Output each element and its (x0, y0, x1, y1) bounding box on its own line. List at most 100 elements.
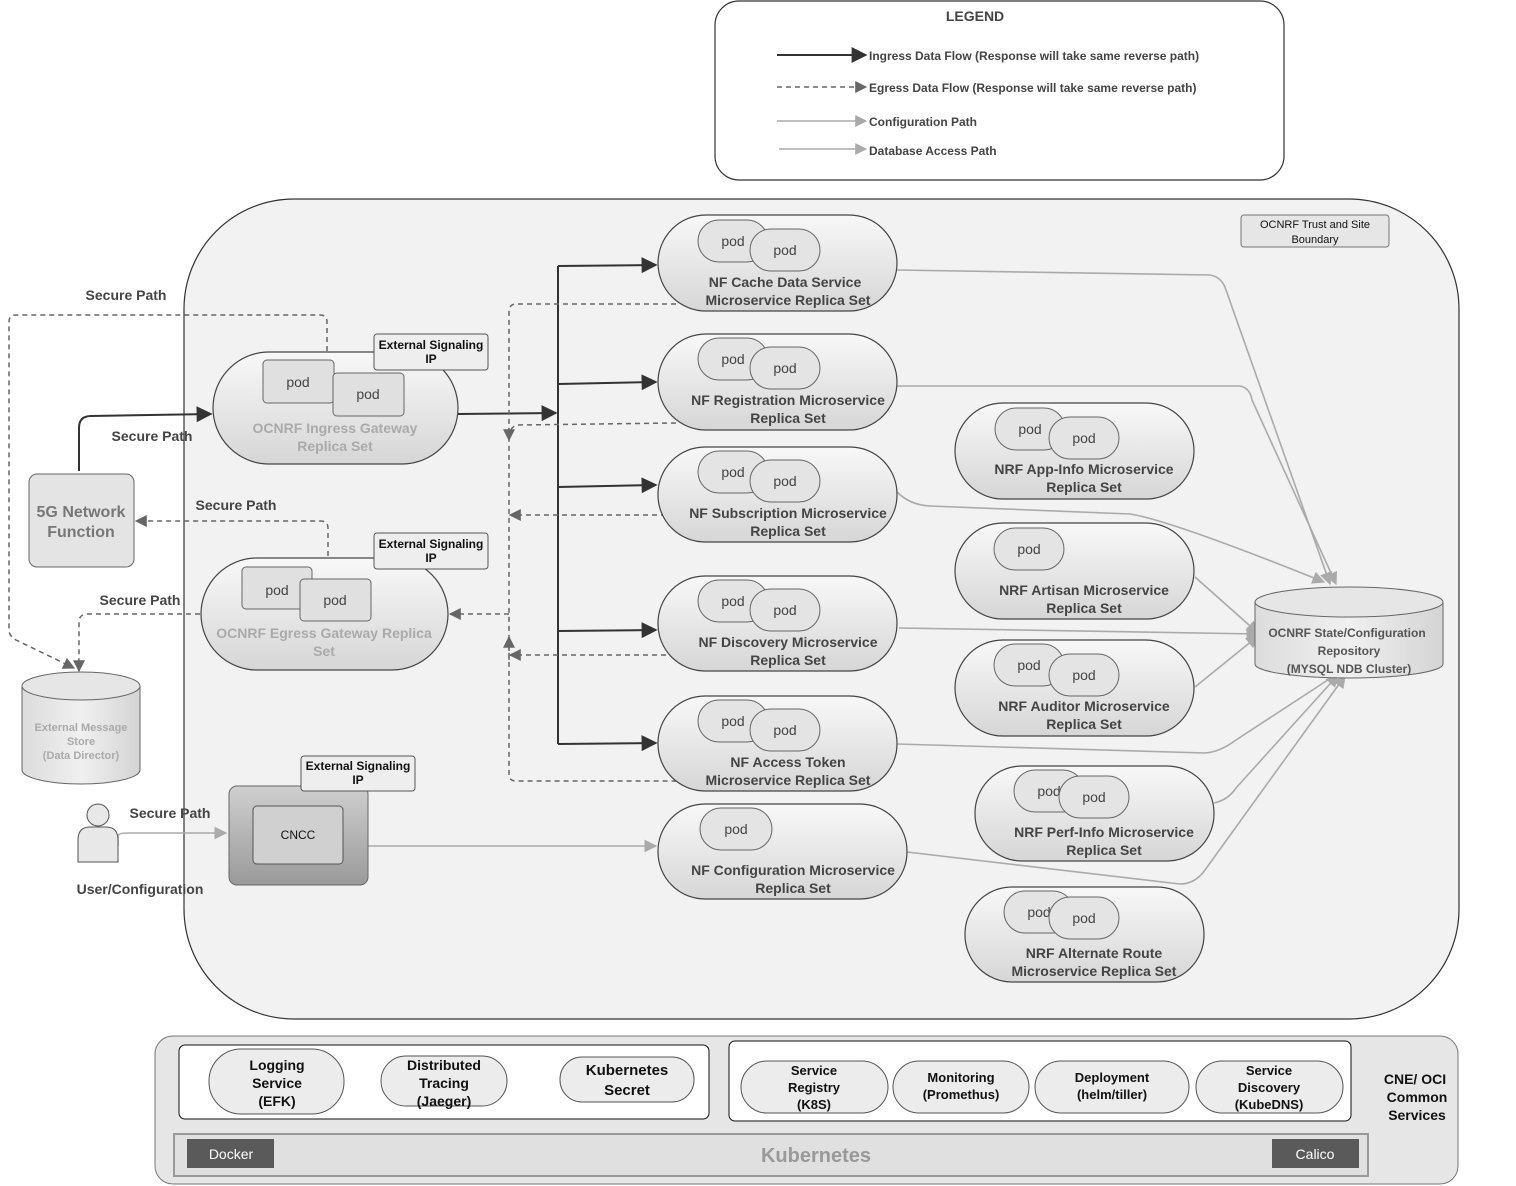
ingress-gateway-title-line2: Replica Set (297, 438, 373, 454)
ingress-path-gateway (457, 405, 558, 422)
pod-label: pod (265, 582, 288, 598)
egress-gateway-to-store (73, 613, 200, 673)
cncc-label: CNCC (281, 828, 316, 842)
kubernetes-label: Kubernetes (761, 1145, 871, 1167)
egress-bus (508, 303, 676, 782)
ingress-gateway: pod pod OCNRF Ingress Gateway Replica Se… (212, 333, 489, 465)
tracing-line1: Distributed (407, 1057, 481, 1073)
db-path-subscription (896, 491, 1326, 584)
pod-label: pod (721, 233, 744, 249)
pod-label: pod (1072, 910, 1095, 926)
message-store-line3: (Data Director) (43, 750, 120, 762)
ingress-path-nf (78, 406, 213, 471)
ingress-to-subscription (557, 477, 658, 494)
egress-from-registration (503, 422, 677, 442)
external-signaling-ip-line1: External Signaling (306, 759, 411, 773)
tracing-service (380, 1055, 508, 1107)
db-path-cache (896, 269, 1333, 586)
monitoring-line2: (Promethus) (923, 1087, 1000, 1102)
pod-label: pod (356, 386, 379, 402)
pod-label: pod (1017, 541, 1040, 557)
external-signaling-ip-badge (300, 755, 416, 792)
common-services: CNE/ OCI Common Services Logging Service… (154, 1035, 1459, 1185)
registry-line3: (K8S) (797, 1097, 831, 1112)
external-signaling-ip-line2: IP (352, 773, 363, 787)
registry-line1: Service (791, 1063, 837, 1078)
pod-label: pod (724, 821, 747, 837)
registry-service (740, 1060, 889, 1114)
pod (1058, 775, 1130, 819)
secure-path-label: Secure Path (86, 287, 167, 303)
trust-boundary-label-box (1240, 214, 1390, 248)
service-registration: pod pod NF Registration Microservice Rep… (657, 333, 898, 431)
repository-line2: Repository (1318, 644, 1381, 658)
service-configuration: pod NF Configuration Microservice Replic… (657, 803, 908, 900)
docker-label: Docker (209, 1146, 254, 1162)
service-registration-line1: NF Registration Microservice (691, 392, 885, 408)
user-icon (77, 803, 119, 863)
pod-label: pod (1017, 657, 1040, 673)
external-signaling-ip-badge (373, 532, 489, 570)
service-perf-info-line1: NRF Perf-Info Microservice (1014, 824, 1194, 840)
pod-label: pod (1018, 421, 1041, 437)
external-signaling-ip-line1: External Signaling (379, 338, 484, 352)
db-path-registration (897, 385, 1338, 586)
kubernetes-bar (173, 1133, 1369, 1177)
service-access-token-line1: NF Access Token (730, 754, 845, 770)
pod-label: pod (1037, 783, 1060, 799)
network-function: 5G Network Function (28, 473, 135, 568)
pod-label: pod (286, 374, 309, 390)
pod-label: pod (1027, 904, 1050, 920)
service-cache-line1: NF Cache Data Service (709, 274, 862, 290)
dns-discovery-line3: (KubeDNS) (1235, 1097, 1304, 1112)
db-path-perf-info (1213, 674, 1339, 804)
ingress-to-registration (557, 374, 658, 391)
pod-label: pod (1082, 789, 1105, 805)
pod-label: pod (773, 360, 796, 376)
ingress-gateway-title-line1: OCNRF Ingress Gateway (253, 420, 418, 436)
calico-block (1272, 1139, 1359, 1168)
service-cache-line2: Microservice Replica Set (706, 292, 871, 308)
service-discovery: pod pod NF Discovery Microservice Replic… (657, 575, 898, 672)
pod-label: pod (721, 464, 744, 480)
service-alt-route-line1: NRF Alternate Route (1026, 945, 1163, 961)
logging-line2: Service (252, 1075, 302, 1091)
deployment-line2: (helm/tiller) (1077, 1087, 1147, 1102)
pod-label: pod (773, 473, 796, 489)
ingress-gateway-to-store (8, 314, 328, 669)
db-path-auditor (1194, 635, 1259, 688)
service-access-token: pod pod NF Access Token Microservice Rep… (657, 695, 898, 792)
common-services-title-line3: Services (1388, 1107, 1446, 1123)
service-artisan: pod NRF Artisan Microservice Replica Set (954, 522, 1195, 620)
pod (332, 372, 405, 417)
service-alt-route: pod pod NRF Alternate Route Microservice… (964, 886, 1205, 983)
connectors (8, 257, 1346, 885)
service-app-info-line2: Replica Set (1046, 479, 1122, 495)
external-signaling-ip-line1: External Signaling (379, 537, 484, 551)
pod-label: pod (721, 713, 744, 729)
legend: LEGEND Ingress Data Flow (Response will … (714, 0, 1285, 181)
logging-service (208, 1048, 345, 1115)
calico-label: Calico (1296, 1146, 1335, 1162)
message-store-line2: Store (67, 736, 95, 748)
pod-label: pod (1072, 667, 1095, 683)
secret-service (559, 1056, 695, 1103)
deployment-service (1034, 1060, 1190, 1114)
service-perf-info-line2: Replica Set (1066, 842, 1142, 858)
pod (699, 807, 773, 851)
pod-label: pod (773, 602, 796, 618)
secret-line2: Secret (604, 1082, 650, 1099)
dns-discovery-line1: Service (1246, 1063, 1292, 1078)
logging-line1: Logging (249, 1057, 304, 1073)
pod-label: pod (773, 722, 796, 738)
pod-label: pod (323, 592, 346, 608)
pod-label: pod (1072, 430, 1095, 446)
service-cache: pod pod NF Cache Data Service Microservi… (657, 214, 898, 312)
service-discovery-line1: NF Discovery Microservice (699, 634, 878, 650)
repository: OCNRF State/Configuration Repository (MY… (1254, 586, 1444, 679)
service-subscription-line2: Replica Set (750, 523, 826, 539)
tracing-line2: Tracing (419, 1075, 469, 1091)
pod-label: pod (721, 351, 744, 367)
legend-egress-label: Egress Data Flow (Response will take sam… (869, 81, 1196, 95)
